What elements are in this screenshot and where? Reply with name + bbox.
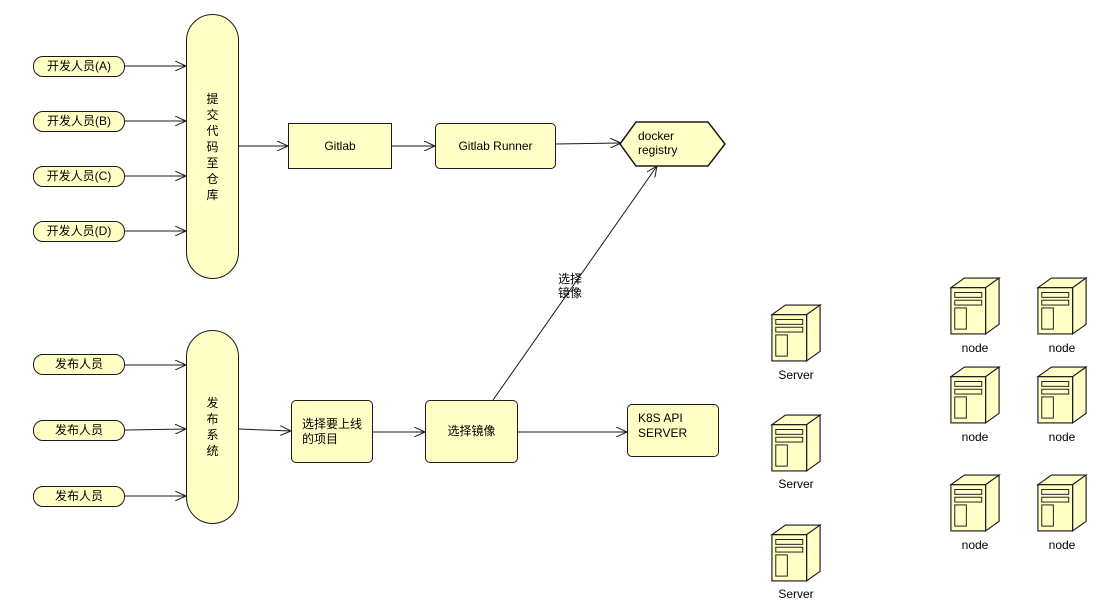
node-label: node [961,538,989,552]
docker-registry-label: docker registry [638,129,677,157]
edge-pub-2-release [124,429,186,430]
k8s-api-server-node: K8S API SERVER [627,404,719,457]
developer-a-label: 开发人员(A) [47,59,111,73]
publisher-2-label: 发布人员 [54,423,103,437]
developer-b: 开发人员(B) [33,111,125,132]
node-server-icon [1036,471,1088,540]
select-project-line-1: 选择要上线 [301,416,362,431]
commit-to-repo-node: 提交代码至仓库 [186,14,239,279]
edge-label-line-1: 选择 [557,272,582,286]
node-label: node [1048,341,1076,355]
node-server-icon [1036,274,1088,343]
select-image-label: 选择镜像 [447,424,496,438]
select-project-line-2: 的项目 [301,431,338,446]
docker-registry-line-2: registry [638,143,678,157]
publisher-2: 发布人员 [33,420,125,441]
release-system-node: 发布系统 [186,330,239,524]
developer-c-label: 开发人员(C) [46,169,112,183]
docker-registry-line-1: docker [638,129,675,143]
edge-runner-registry [554,143,621,144]
gitlab-runner-node: Gitlab Runner [435,123,556,169]
node-label: node [1048,430,1076,444]
edge-release-project [238,429,291,431]
publisher-3: 发布人员 [33,486,125,507]
node-label: node [961,430,989,444]
gitlab-label: Gitlab [324,138,356,153]
k8s-api-server-label: K8S API SERVER [638,411,687,441]
edge-image-registry [492,166,657,401]
select-project-node: 选择要上线 的项目 [291,400,373,463]
commit-to-repo-label: 提交代码至仓库 [206,91,219,202]
release-system-label: 发布系统 [206,396,219,458]
node-server-icon [949,471,1001,540]
server-icon [770,522,822,589]
node-label: node [1048,538,1076,552]
developer-d-label: 开发人员(D) [46,224,112,238]
publisher-1-label: 发布人员 [54,357,103,371]
server-label: Server [778,477,814,491]
server-icon [770,302,822,369]
node-server-icon [949,274,1001,343]
server-label: Server [778,368,814,382]
k8s-api-line-2: SERVER [638,426,688,440]
docker-registry-node [619,121,726,167]
select-project-label: 选择要上线 的项目 [302,417,362,447]
server-label: Server [778,587,814,601]
edge-label-line-2: 镜像 [557,286,582,300]
edge-label-select-image: 选择 镜像 [555,272,585,300]
developer-a: 开发人员(A) [33,56,125,77]
publisher-3-label: 发布人员 [54,489,103,503]
node-label: node [961,341,989,355]
node-server-icon [1036,363,1088,432]
developer-b-label: 开发人员(B) [47,114,111,128]
developer-c: 开发人员(C) [33,166,125,187]
select-image-node: 选择镜像 [425,400,518,463]
node-server-icon [949,363,1001,432]
gitlab-node: Gitlab [288,123,392,169]
server-icon [770,412,822,479]
developer-d: 开发人员(D) [33,221,125,242]
gitlab-runner-label: Gitlab Runner [458,138,533,153]
k8s-api-line-1: K8S API [638,411,683,425]
publisher-1: 发布人员 [33,354,125,375]
